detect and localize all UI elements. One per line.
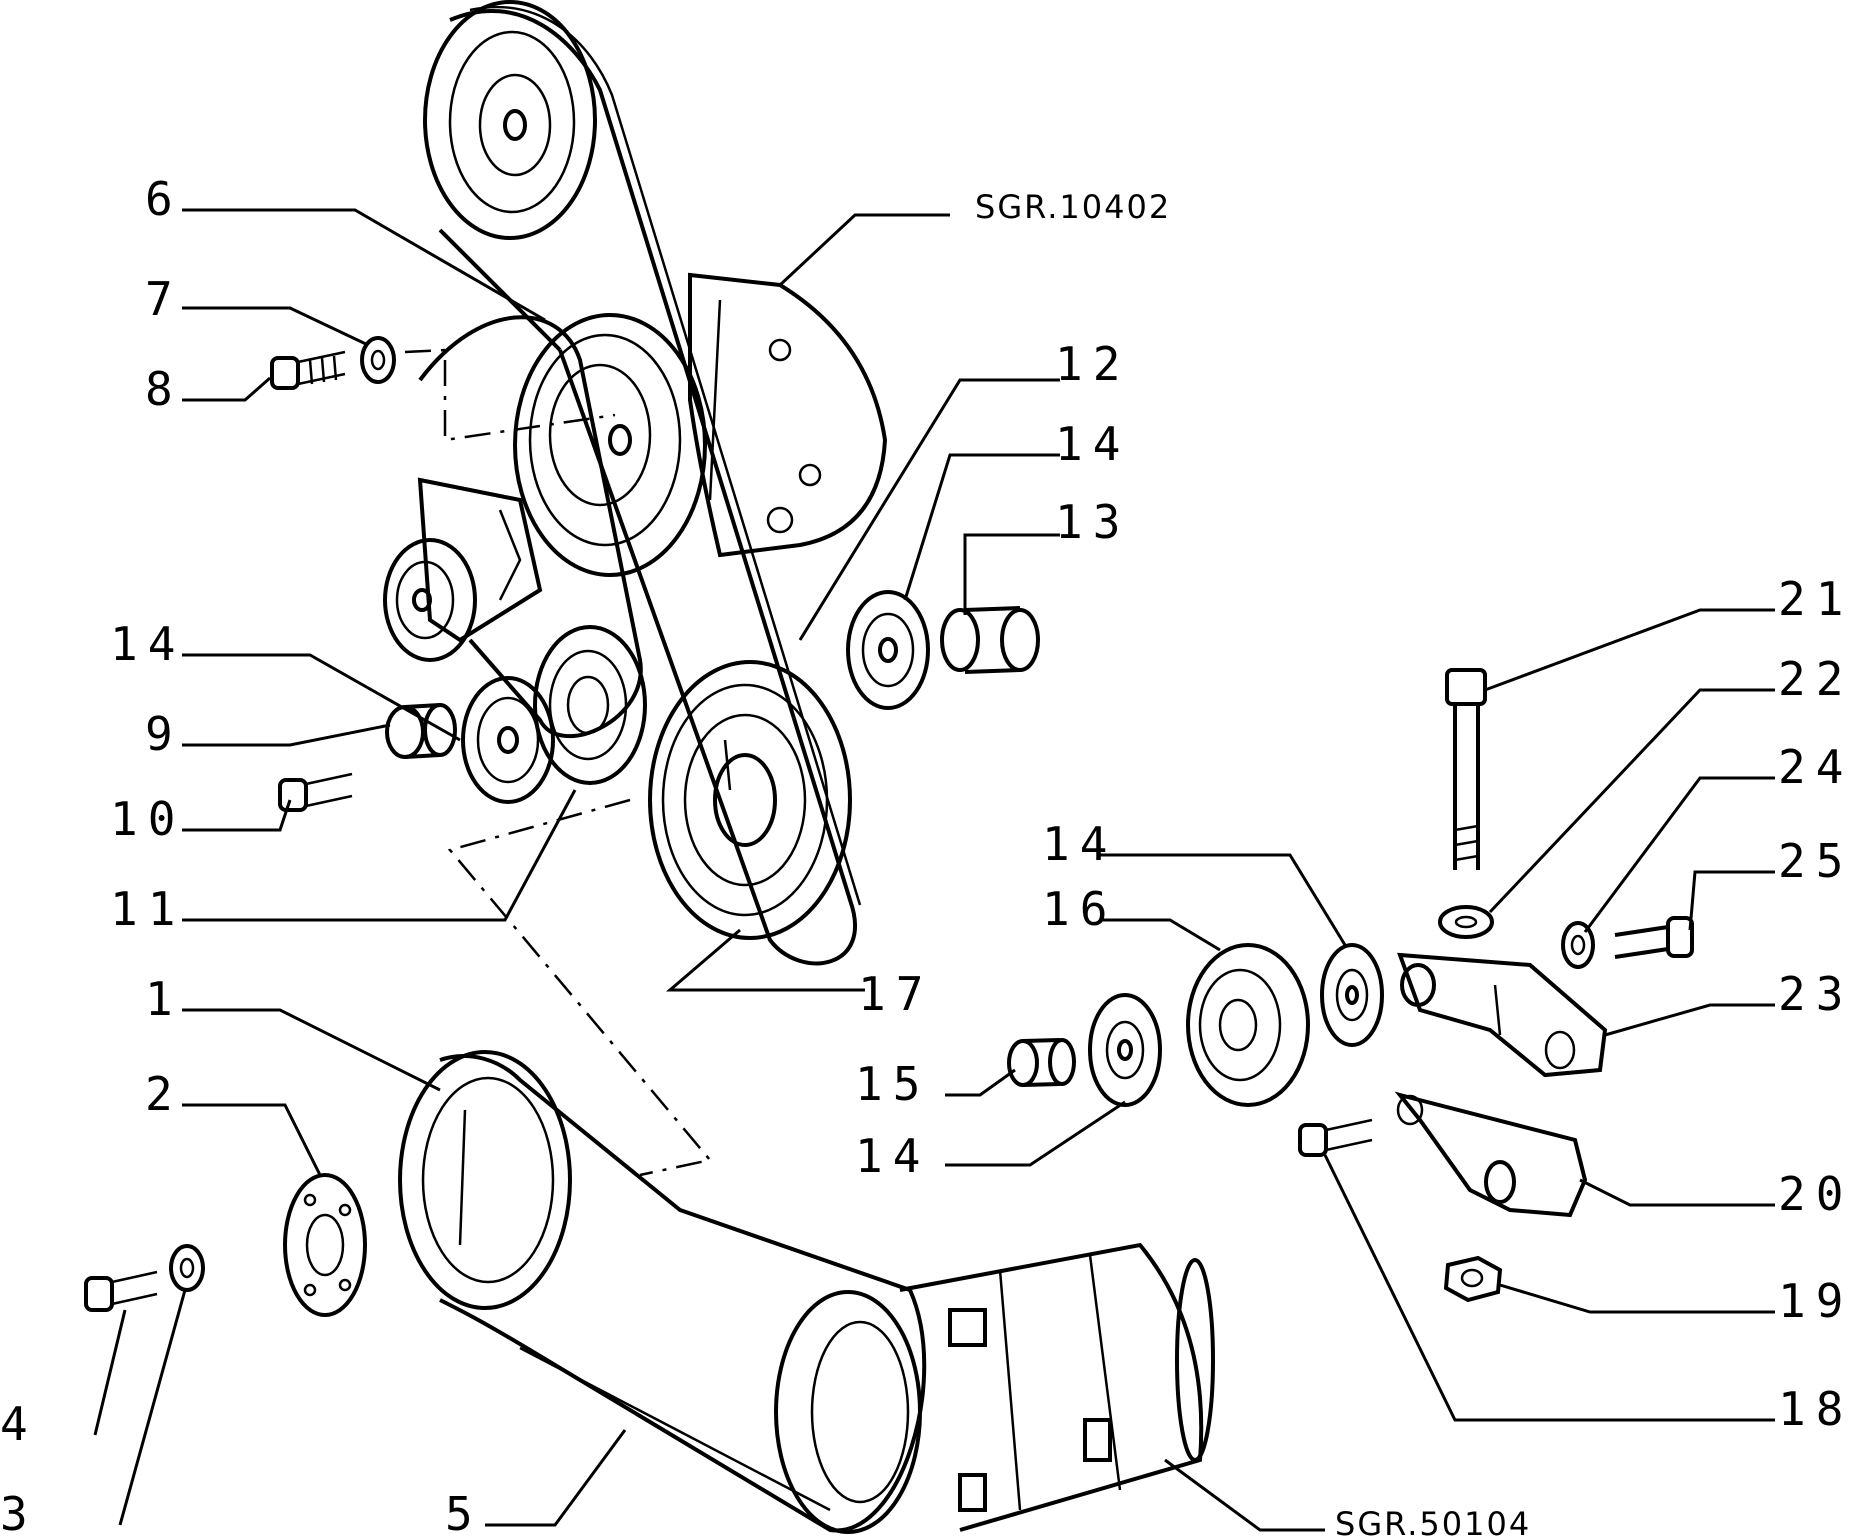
bolt-8 <box>270 350 346 390</box>
label-5: 5 <box>445 1487 483 1538</box>
bolt-10 <box>278 772 353 812</box>
label-14-left: 14 <box>110 617 185 671</box>
label-12: 12 <box>1055 337 1130 391</box>
label-6: 6 <box>145 172 183 226</box>
label-16: 16 <box>1042 882 1117 936</box>
tensioner-group <box>1007 668 1694 1303</box>
centerline-upper <box>404 348 616 442</box>
label-8: 8 <box>145 362 183 416</box>
crank-pulley <box>648 660 852 940</box>
bolt-21 <box>1445 668 1487 870</box>
belt-12 <box>438 5 862 966</box>
upper-belt-assembly <box>270 0 1040 1177</box>
nut-19 <box>1443 1255 1503 1303</box>
label-21: 21 <box>1778 572 1853 626</box>
top-pulley <box>423 0 597 240</box>
side-pulley <box>383 538 477 662</box>
label-14-right: 14 <box>1042 817 1117 871</box>
bushing-15 <box>1007 1038 1076 1087</box>
label-7: 7 <box>145 272 183 326</box>
label-10: 10 <box>110 792 185 846</box>
label-3: 3 <box>0 1487 38 1538</box>
label-24: 24 <box>1778 740 1853 794</box>
compressor-pulley <box>398 1050 572 1310</box>
bushing-13 <box>940 606 1040 674</box>
label-23: 23 <box>1778 967 1853 1021</box>
washer-22 <box>1438 905 1494 939</box>
label-19: 19 <box>1778 1274 1853 1328</box>
washer-3 <box>169 1244 205 1292</box>
label-4: 4 <box>0 1397 38 1451</box>
pulley-16 <box>1186 943 1310 1107</box>
bracket-20 <box>1394 1091 1588 1218</box>
bolt-4 <box>84 1270 158 1312</box>
ref-compressor: SGR.50104 <box>1335 1505 1531 1538</box>
lower-belt-assembly <box>84 1050 1215 1534</box>
bearing-pulley <box>533 625 647 785</box>
label-11: 11 <box>110 882 185 936</box>
compressor-body <box>774 1242 1215 1534</box>
label-2: 2 <box>145 1067 183 1121</box>
idler-pulley-upper <box>846 590 930 710</box>
tensioner-bracket <box>417 477 543 643</box>
washer-14-lower <box>1088 993 1162 1107</box>
centerline-lower <box>447 798 713 1177</box>
alternator-pulley <box>513 313 707 577</box>
leader-lines <box>93 208 1775 1532</box>
washer-7 <box>360 336 396 384</box>
washer-14-right <box>1320 943 1384 1047</box>
callout-labels: 6 7 8 12 14 13 14 9 10 11 17 1 2 4 3 5 2… <box>0 172 1853 1538</box>
label-15: 15 <box>855 1057 930 1111</box>
tensioner-arm-23 <box>1397 952 1608 1078</box>
label-17: 17 <box>858 967 933 1021</box>
label-14-upper: 14 <box>1055 417 1130 471</box>
bolt-25 <box>1614 916 1694 959</box>
bushing-9 <box>385 703 457 759</box>
washer-24 <box>1561 921 1595 969</box>
idler-pulley-left <box>461 676 555 804</box>
plate-2 <box>283 1173 367 1317</box>
label-25: 25 <box>1778 834 1853 888</box>
ref-alternator: SGR.10402 <box>975 188 1171 226</box>
label-20: 20 <box>1778 1167 1853 1221</box>
label-14-lower: 14 <box>855 1129 930 1183</box>
label-9: 9 <box>145 707 183 761</box>
belt-11 <box>418 315 643 739</box>
label-1: 1 <box>145 972 183 1026</box>
belt-5 <box>439 1054 927 1533</box>
label-18: 18 <box>1778 1382 1853 1436</box>
alternator-housing <box>688 272 888 558</box>
label-13: 13 <box>1055 495 1130 549</box>
bolt-18 <box>1298 1118 1373 1157</box>
label-22: 22 <box>1778 652 1853 706</box>
